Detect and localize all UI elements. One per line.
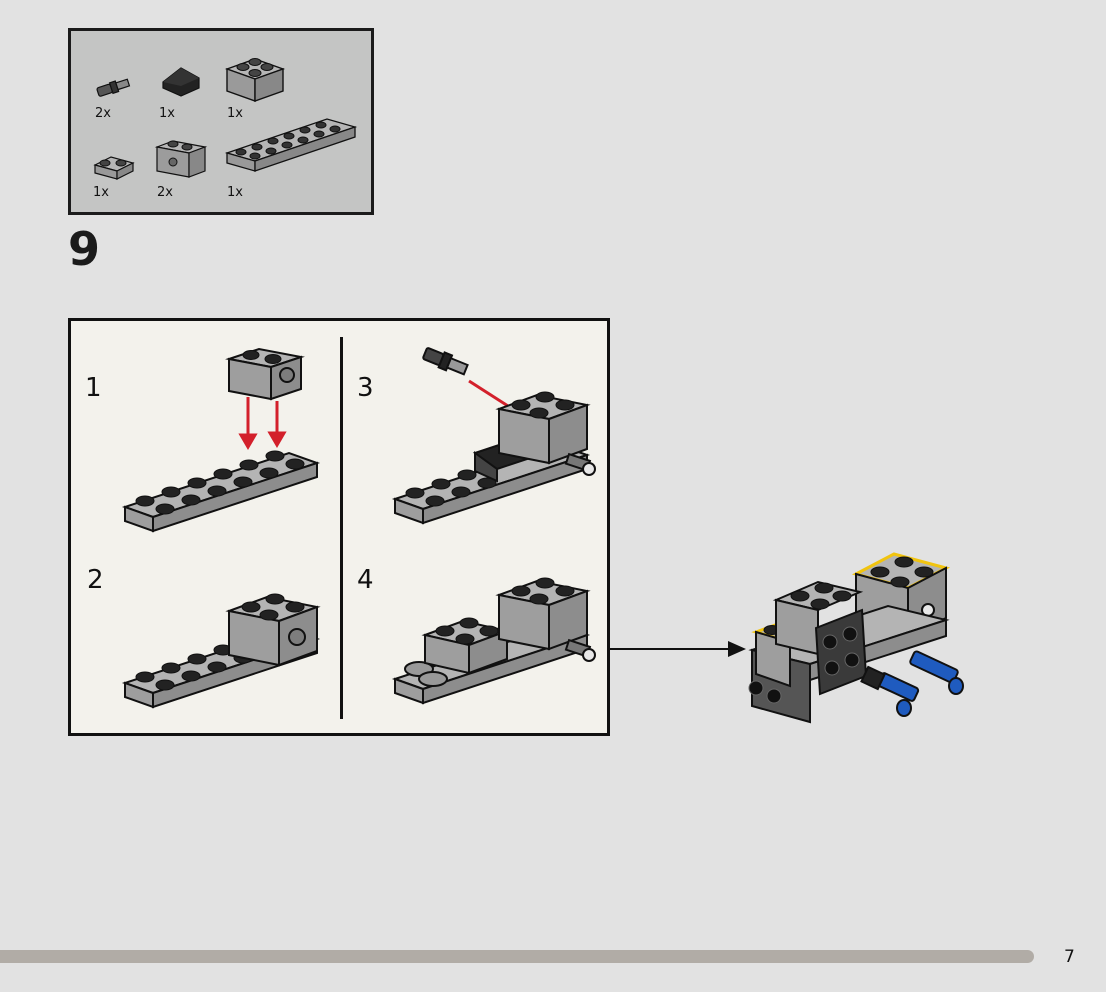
step-number: 9: [68, 226, 100, 272]
part-qty-pin: 2x: [95, 107, 111, 120]
substeps-panel: 1 2 3 4: [68, 318, 610, 736]
substep-number-1: 1: [85, 375, 102, 401]
result-model-illustration: [738, 546, 970, 742]
plate-2x6-icon: [223, 111, 359, 183]
result-arrow: [608, 638, 748, 660]
part-qty-jumper-plate: 1x: [93, 186, 109, 199]
pin-falling: [422, 346, 469, 377]
substep-divider: [340, 337, 343, 719]
brick-2x2-icon: [223, 47, 287, 107]
page-number: 7: [1064, 947, 1075, 967]
part-qty-plate-2x6: 1x: [227, 186, 243, 199]
jumper-plate-icon: [91, 147, 137, 183]
substep-number-3: 3: [357, 375, 374, 401]
substep-4-illustration: [389, 571, 599, 721]
footer-progress-bar: [0, 950, 1034, 963]
part-qty-brick-2x2: 1x: [227, 107, 243, 120]
substep-number-2: 2: [87, 567, 104, 593]
parts-list-panel: 2x 1x 1x 1x 2x 1x: [68, 28, 374, 215]
substep-2-illustration: [119, 575, 329, 721]
part-qty-slope: 1x: [159, 107, 175, 120]
slope-brick-icon: [159, 64, 205, 98]
substep-1-illustration: [119, 335, 329, 545]
technic-brick-icon: [153, 131, 209, 183]
substep-3-illustration: [389, 331, 599, 545]
blue-pin-left: [861, 667, 919, 716]
part-qty-technic-brick: 2x: [157, 186, 173, 199]
technic-brick-falling: [229, 349, 301, 399]
pin-with-axle-icon: [93, 73, 133, 101]
substep-number-4: 4: [357, 567, 374, 593]
